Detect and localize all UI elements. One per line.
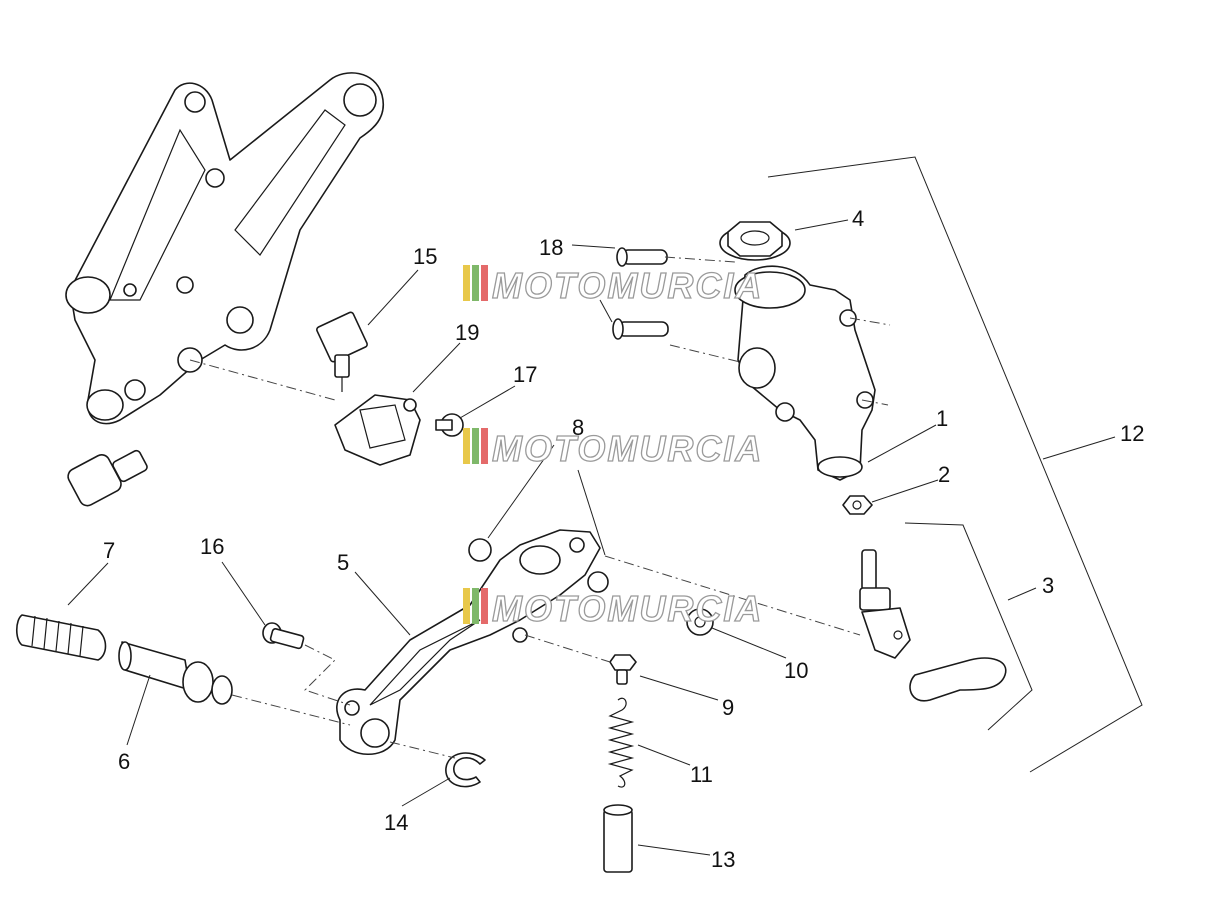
callout-6: 6 xyxy=(118,749,130,774)
callout-15: 15 xyxy=(413,244,437,269)
bolt-16 xyxy=(262,622,305,650)
callout-7: 7 xyxy=(103,538,115,563)
group-bracket-3 xyxy=(904,522,1033,731)
circlip xyxy=(445,752,486,788)
assembly-lines xyxy=(189,256,891,759)
callout-11: 11 xyxy=(690,762,713,787)
watermark-text: MOTOMURCIA xyxy=(492,588,763,629)
callout-14: 14 xyxy=(384,810,408,835)
callout-1: 1 xyxy=(936,406,948,431)
pivot-pin xyxy=(118,641,233,705)
callout-5: 5 xyxy=(337,550,349,575)
callout-16: 16 xyxy=(200,534,224,559)
master-cylinder xyxy=(734,265,876,481)
callout-3: 3 xyxy=(1042,573,1054,598)
switch-bracket xyxy=(334,394,421,466)
callout-9: 9 xyxy=(722,695,734,720)
callout-8: 8 xyxy=(572,415,584,440)
reservoir-cap xyxy=(719,221,791,261)
brake-lever xyxy=(336,529,601,755)
callout-2: 2 xyxy=(938,462,950,487)
callout-12: 12 xyxy=(1120,421,1144,446)
brake-light-switch xyxy=(67,311,368,507)
bolt-9 xyxy=(609,654,637,685)
footpeg-bracket xyxy=(65,72,385,425)
rubber-footpeg xyxy=(15,614,107,661)
watermark-text: MOTOMURCIA xyxy=(492,428,763,469)
nut xyxy=(842,495,873,515)
callout-13: 13 xyxy=(711,847,735,872)
screw-17 xyxy=(435,413,464,437)
watermark-1: MOTOMURCIA xyxy=(463,264,763,307)
push-rod-clevis xyxy=(859,549,1007,702)
callout-10: 10 xyxy=(784,658,808,683)
callout-4: 4 xyxy=(852,206,864,231)
return-spring xyxy=(607,697,635,788)
callout-18: 18 xyxy=(539,235,563,260)
callout-17: 17 xyxy=(513,362,537,387)
o-rings xyxy=(468,538,714,636)
sleeve xyxy=(603,804,633,873)
callout-labels: 1 2 3 4 5 6 7 8 9 10 11 12 13 14 15 16 1… xyxy=(103,206,1144,872)
callout-19: 19 xyxy=(455,320,479,345)
watermark-2: MOTOMURCIA xyxy=(463,427,763,470)
watermark-text: MOTOMURCIA xyxy=(492,265,763,306)
pin-18 xyxy=(612,247,669,340)
leader-lines xyxy=(67,219,1116,856)
group-bracket-12 xyxy=(767,156,1143,773)
watermark-3: MOTOMURCIA xyxy=(463,587,763,630)
